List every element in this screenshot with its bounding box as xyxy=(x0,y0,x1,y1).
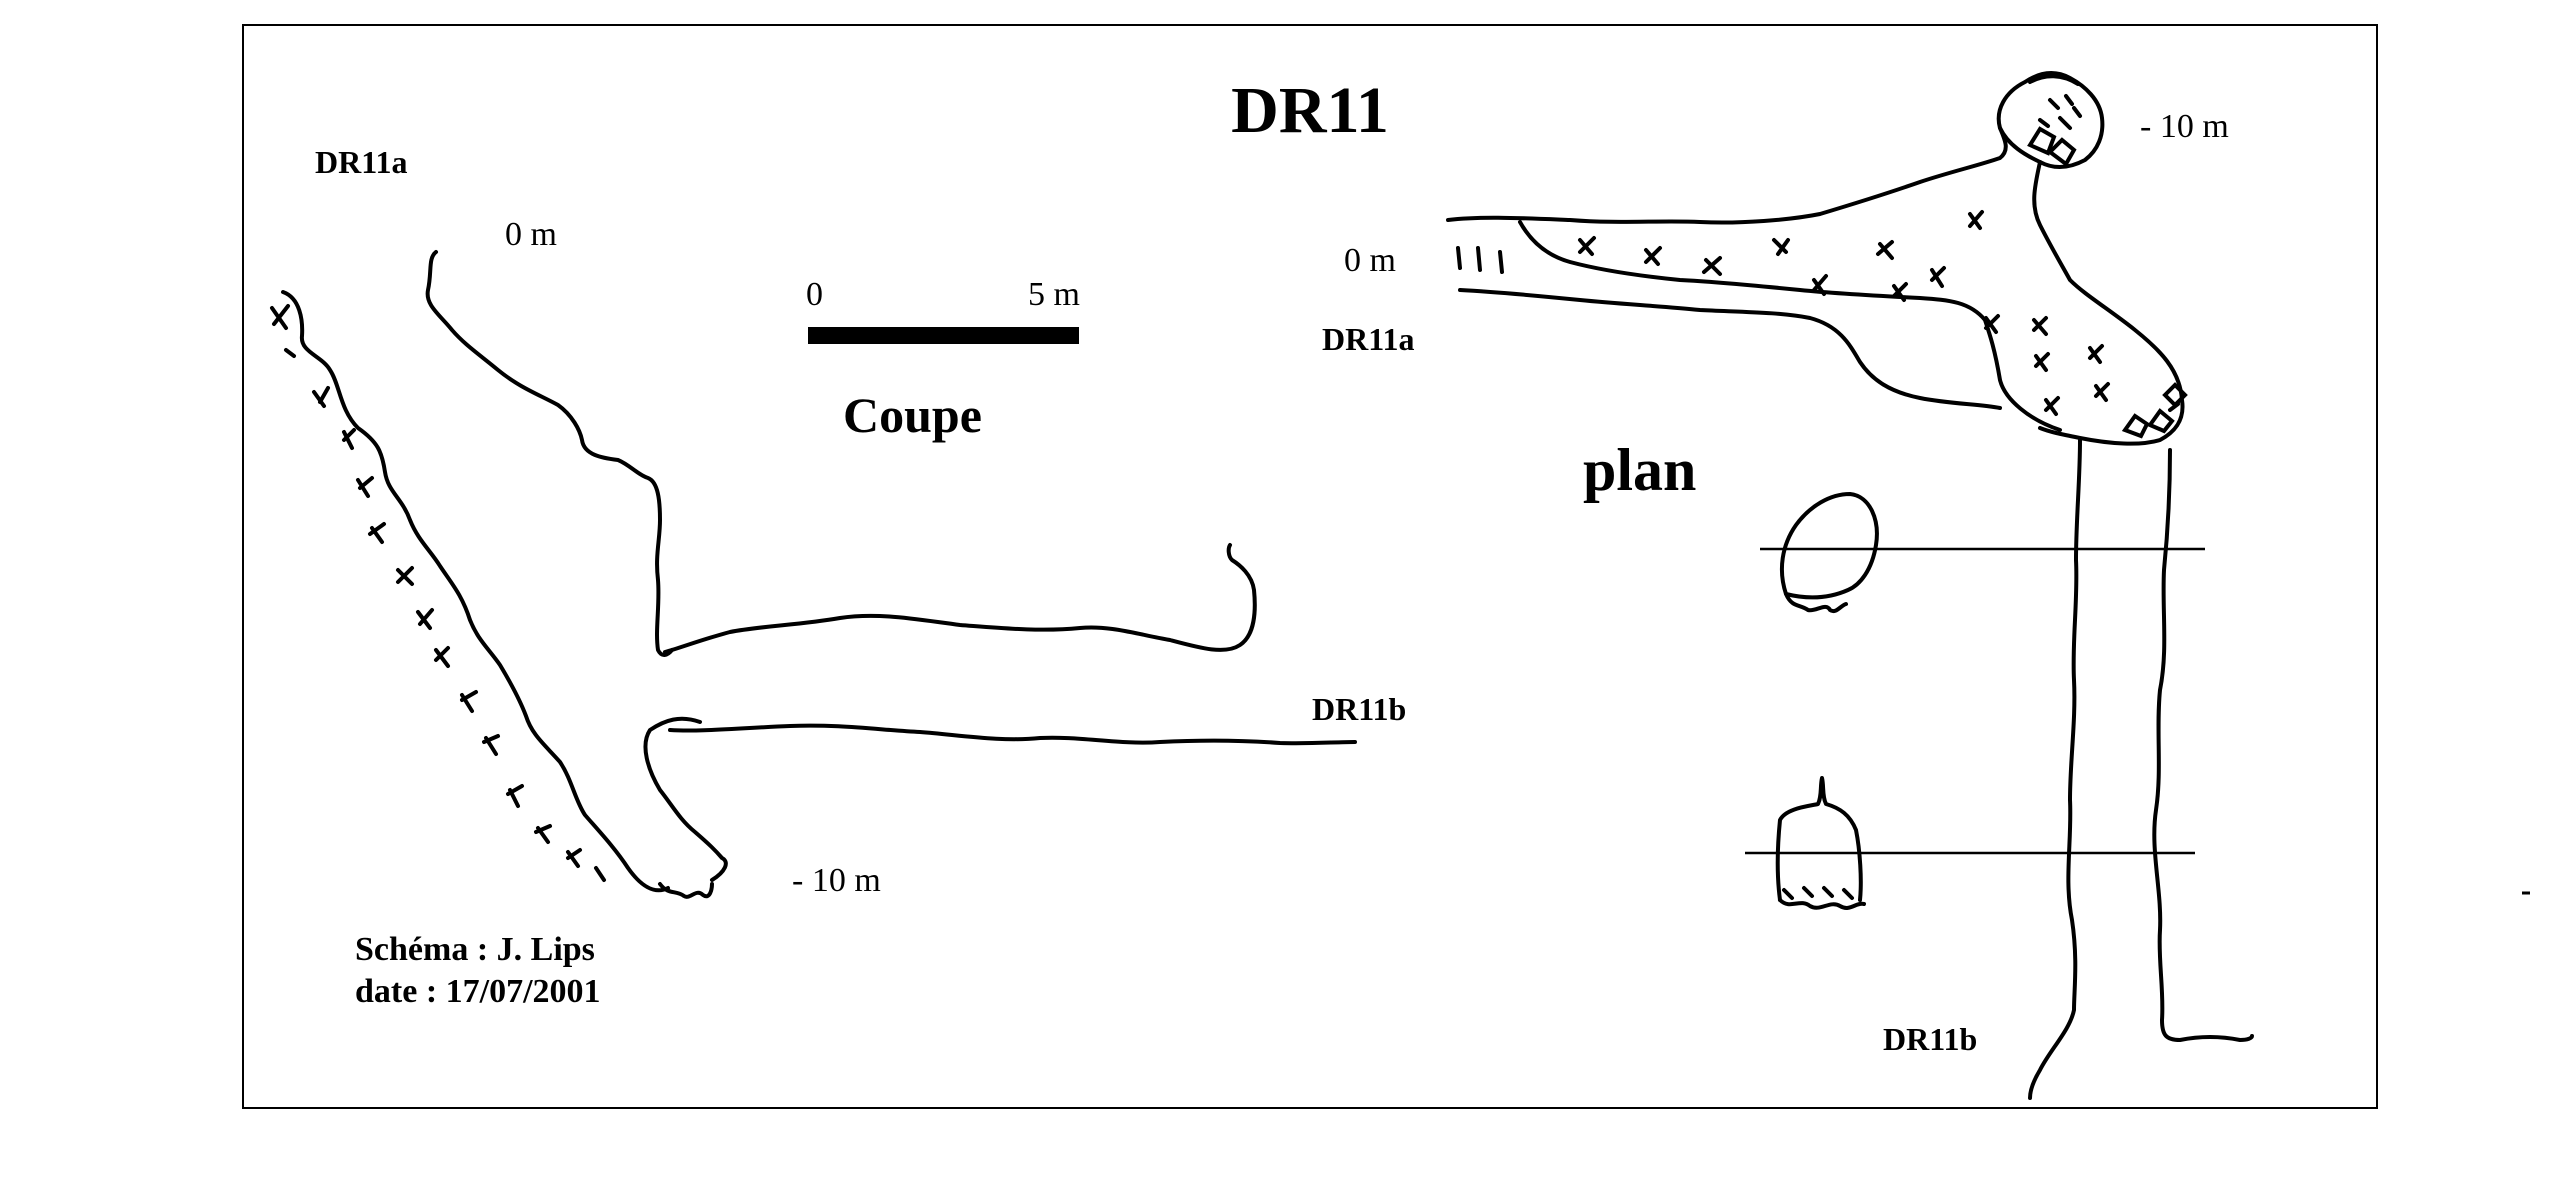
scale-bar-rule xyxy=(808,327,1079,344)
plan-pit-rubble xyxy=(2027,94,2082,167)
section-lower-gallery-roof xyxy=(668,723,1357,746)
section-slope-markings xyxy=(270,304,606,882)
section-lower-gallery xyxy=(643,716,728,882)
scale-bar-start: 0 xyxy=(806,276,823,313)
plan-cross-section-upper xyxy=(1779,492,1879,600)
plan-exit-label: DR11b xyxy=(1883,1021,1977,1057)
plan-heading: plan xyxy=(1583,437,1696,503)
plan-pit xyxy=(1996,71,2105,169)
frame-border xyxy=(242,24,2378,1109)
plan-entrance-passage-south-wall xyxy=(1458,288,2002,410)
plan-cross-section-lower-rubble-dots xyxy=(1782,886,1854,900)
section-upper-wall xyxy=(425,250,674,657)
plan-entrance-depth: 0 m xyxy=(1344,242,1396,279)
plan-chamber-east-wall xyxy=(2032,160,2185,446)
section-bottom-depth: - 10 m xyxy=(792,862,881,899)
section-heading: Coupe xyxy=(843,387,982,443)
scale-bar-end: 5 m xyxy=(1028,276,1080,313)
section-entrance-label: DR11a xyxy=(315,144,407,180)
plan-chamber-rubble xyxy=(2121,382,2188,439)
plan-entrance-ticks xyxy=(1456,246,1504,274)
credits-author: Schéma : J. Lips xyxy=(355,931,595,968)
plan-passage-east-wall xyxy=(2152,448,2254,1042)
section-top-depth: 0 m xyxy=(505,216,557,253)
plan-cross-section-lower xyxy=(1775,776,1863,902)
diagram-title: DR11 xyxy=(1231,74,1389,147)
plan-entrance-label: DR11a xyxy=(1322,321,1414,357)
section-slope-outer-wall xyxy=(281,290,670,893)
plan-inner-passage-wall xyxy=(1518,220,2062,432)
section-exit-label: DR11b xyxy=(1312,691,1406,727)
plan-pit-rim xyxy=(2028,74,2080,86)
section-upper-gallery-roof xyxy=(663,543,1257,654)
plan-chamber-markings xyxy=(1578,210,2110,416)
scale-bar: 0 5 m xyxy=(806,276,1080,344)
plan-cross-section-upper-rubble xyxy=(1784,592,1848,614)
credits-date: date : 17/07/2001 xyxy=(355,973,601,1010)
plan-entrance-passage-north-wall xyxy=(1446,126,2008,225)
plan-cross-section-lower-rubble xyxy=(1778,898,1866,910)
section-bottom-rubble xyxy=(658,882,714,899)
plan-pit-depth: - 10 m xyxy=(2140,108,2229,145)
plan-passage-west-wall xyxy=(2028,438,2082,1100)
